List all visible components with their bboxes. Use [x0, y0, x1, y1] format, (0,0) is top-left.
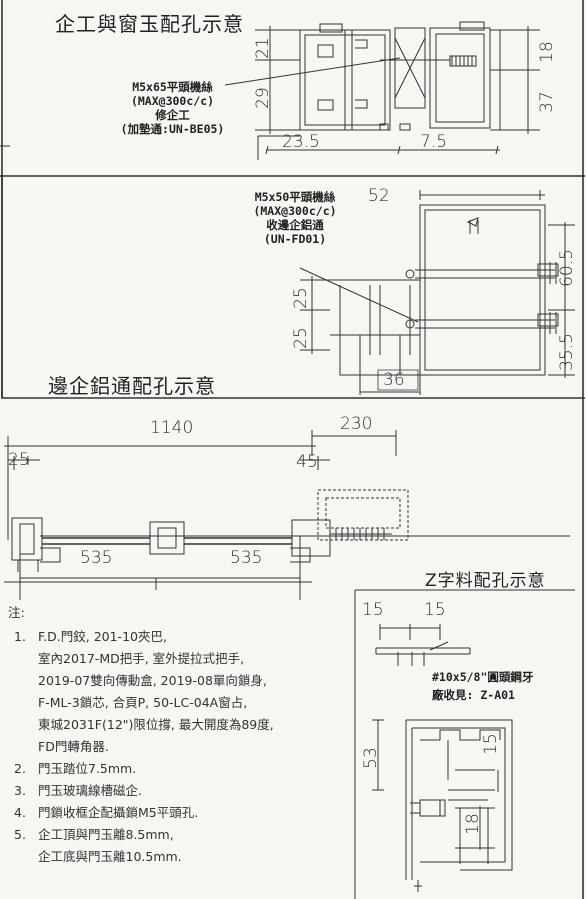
- dim-1140: 1140: [150, 418, 194, 438]
- top-profile-section: [224, 21, 540, 160]
- mid-screw-line-3: 收邊企鋁通: [266, 218, 324, 232]
- dim-7-5: 7.5: [420, 132, 448, 152]
- dim-15-right: 15: [424, 600, 446, 620]
- notes-list: 1. F.D.門鉸, 201-10夾巴, 室內2017-MD把手, 室外提拉式把手,…: [14, 626, 354, 868]
- note-number: 3.: [14, 783, 26, 798]
- dim-230: 230: [340, 414, 373, 434]
- dim-18: 18: [536, 41, 557, 63]
- top-section-title: 企工與窗玉配孔示意: [55, 12, 244, 36]
- note-item: 3. 門玉玻璃線槽磁企.: [14, 780, 354, 802]
- note-number: 5.: [14, 827, 26, 842]
- note-line: 室內2017-MD把手, 室外提拉式把手,: [38, 651, 245, 666]
- dim-52: 52: [368, 186, 390, 206]
- dim-25-lower: 25: [290, 327, 311, 349]
- note-body: 門玉玻璃線槽磁企.: [38, 780, 142, 802]
- dim-18-z: 18: [462, 813, 483, 835]
- note-number: 4.: [14, 805, 26, 820]
- note-item: 5. 企工頂與門玉離8.5mm, 企工底與門玉離10.5mm.: [14, 824, 354, 868]
- note-line: 門玉玻璃線槽磁企.: [38, 783, 142, 798]
- mid-profile-section: [299, 190, 575, 395]
- z-screw-line-1: #10x5/8"圓頭鋼牙: [432, 670, 534, 684]
- top-screw-line-2: (MAX@300c/c): [130, 94, 215, 108]
- note-line: 門鎖收框企配攝鎖M5平頭孔.: [38, 805, 199, 820]
- note-line: 門玉踏位7.5mm.: [38, 761, 137, 776]
- dim-21: 21: [252, 37, 273, 59]
- note-item: 4. 門鎖收框企配攝鎖M5平頭孔.: [14, 802, 354, 824]
- top-screw-line-1: M5x65平頭機絲: [132, 80, 213, 94]
- note-number: 2.: [14, 761, 26, 776]
- dim-25-upper: 25: [290, 287, 311, 309]
- top-screw-label: M5x65平頭機絲 (MAX@300c/c) 修企工 (加墊通:UN-BE05): [100, 80, 245, 136]
- dim-535-right: 535: [230, 548, 263, 568]
- note-body: 門鎖收框企配攝鎖M5平頭孔.: [38, 802, 198, 824]
- note-body: F.D.門鉸, 201-10夾巴, 室內2017-MD把手, 室外提拉式把手, 20…: [38, 626, 274, 758]
- dim-37: 37: [536, 91, 557, 113]
- mid-screw-label: M5x50平頭機絲 (MAX@300c/c) 收邊企鋁通 (UN-FD01): [225, 190, 365, 246]
- z-screw-line-2: 廠收見: Z-A01: [432, 688, 515, 702]
- mid-screw-line-2: (MAX@300c/c): [253, 204, 337, 218]
- notes-heading: 注:: [8, 605, 25, 620]
- z-section-title: Z字料配孔示意: [425, 571, 546, 591]
- note-line: FD門轉角器.: [38, 739, 109, 754]
- dim-25-plan: 25: [8, 450, 30, 470]
- dim-15-left: 15: [362, 600, 384, 620]
- mid-screw-line-4: (UN-FD01): [263, 232, 327, 246]
- note-body: 企工頂與門玉離8.5mm, 企工底與門玉離10.5mm.: [38, 824, 182, 868]
- dim-23-5: 23.5: [282, 132, 320, 152]
- plan-view-section: [4, 430, 570, 600]
- mid-section-title: 邊企鋁通配孔示意: [48, 374, 216, 398]
- note-line: 企工底與門玉離10.5mm.: [38, 849, 182, 864]
- dim-60-5: 60.5: [556, 249, 577, 287]
- dim-535-left: 535: [80, 548, 113, 568]
- dim-15-z: 15: [480, 733, 501, 755]
- note-line: 東城2031F(12")限位撐, 最大開度為89度,: [38, 717, 274, 732]
- dim-35-5: 35.5: [556, 333, 577, 371]
- z-screw-label: #10x5/8"圓頭鋼牙 廠收見: Z-A01: [432, 668, 582, 704]
- note-item: 1. F.D.門鉸, 201-10夾巴, 室內2017-MD把手, 室外提拉式把手,…: [14, 626, 354, 758]
- note-line: 2019-07雙向傳動盒, 2019-08單向鎖身,: [38, 673, 267, 688]
- note-line: F.D.門鉸, 201-10夾巴,: [38, 629, 167, 644]
- mid-screw-line-1: M5x50平頭機絲: [254, 190, 336, 204]
- top-screw-line-4: (加墊通:UN-BE05): [120, 122, 225, 136]
- dim-29: 29: [252, 87, 273, 109]
- dim-53: 53: [360, 747, 381, 769]
- dim-45: 45: [296, 452, 318, 472]
- note-body: 門玉踏位7.5mm.: [38, 758, 136, 780]
- note-item: 2. 門玉踏位7.5mm.: [14, 758, 354, 780]
- top-screw-line-3: 修企工: [155, 108, 190, 122]
- z-profile-section: [354, 589, 575, 899]
- note-number: 1.: [14, 629, 26, 644]
- dim-36: 36: [383, 370, 405, 390]
- note-line: 企工頂與門玉離8.5mm,: [38, 827, 174, 842]
- note-line: F-ML-3鎖芯, 合頁P, 50-LC-04A窗占,: [38, 695, 248, 710]
